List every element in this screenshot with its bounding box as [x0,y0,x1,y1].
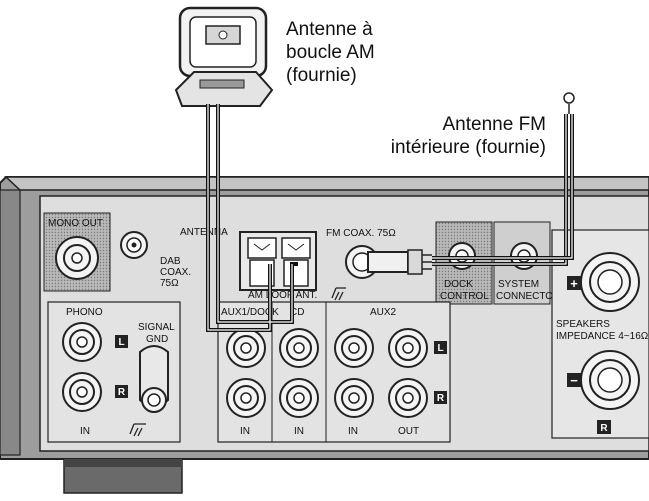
aux2-out-r-jack[interactable] [388,378,428,418]
dab-coax-jack[interactable] [120,231,148,259]
fm-coax-label: FM COAX. 75Ω [326,228,396,239]
ground-symbol-antenna [331,287,346,301]
am-loop-antenna [174,6,274,107]
aux-l-badge [434,341,447,354]
minus-badge [567,373,581,387]
mono-out-label: MONO OUT [48,218,103,229]
am-callout-line-1: Antenne à [286,19,373,40]
aux2-out-label: OUT [398,426,419,437]
dock-control-label-1: DOCK [444,279,473,290]
phono-r-jack[interactable] [62,372,102,412]
aux-l-badge-text: L [437,343,443,354]
aux-block [217,301,451,443]
minus-badge-text: − [570,373,578,388]
speakers-label-2: IMPEDANCE 4~16Ω [556,331,649,342]
dock-control-label-2: CONTROL [440,291,489,302]
aux2-in-l-jack[interactable] [334,328,374,368]
am-loop-label: AM LOOP ANT. [248,290,317,301]
cd-r-jack[interactable] [279,378,319,418]
aux1-dock-label: AUX1/DOCK [221,307,279,318]
chassis-top-edge [4,176,649,191]
speaker-terminal-minus[interactable] [580,350,640,410]
signal-gnd-label-2: GND [146,334,168,345]
speakers-r-badge-text: R [600,423,608,434]
fm-callout-line-1: Antenne FM [442,114,547,135]
phono-r-badge [115,385,128,398]
am-callout-line-2: boucle AM [286,42,375,63]
am-loop-terminal[interactable] [239,231,317,291]
phono-r-badge-text: R [118,387,126,398]
fm-callout-line-2: intérieure (fournie) [390,137,546,158]
aux-r-badge-text: R [437,393,445,404]
mono-out-jack[interactable] [55,236,99,280]
aux1-r-jack[interactable] [226,378,266,418]
chassis-left-edge [0,189,21,456]
aux1-in-label: IN [240,426,250,437]
phono-l-jack[interactable] [62,322,102,362]
signal-gnd-label-1: SIGNAL [138,322,175,333]
speakers-label-1: SPEAKERS [556,319,610,330]
antenna-label: ANTENNA [180,227,228,238]
aux2-label: AUX2 [370,307,397,318]
aux2-in-r-jack[interactable] [334,378,374,418]
aux2-in-label: IN [348,426,358,437]
speakers-r-badge [597,420,611,434]
cd-label: CD [290,307,304,318]
fm-antenna-plug [367,249,432,275]
fm-antenna-callout: Antenne FM intérieure (fournie) [346,113,546,159]
plus-badge-text: + [570,276,578,291]
am-antenna-callout: Antenne à boucle AM (fournie) [286,18,375,87]
am-callout-line-3: (fournie) [286,65,357,86]
speaker-terminal-plus[interactable] [580,252,640,312]
aux-r-badge [434,391,447,404]
aux2-out-l-jack[interactable] [388,328,428,368]
phono-l-badge [115,335,128,348]
signal-gnd-terminal[interactable] [139,345,169,413]
cd-l-jack[interactable] [279,328,319,368]
phono-l-badge-text: L [118,337,124,348]
aux1-l-jack[interactable] [226,328,266,368]
system-connector-label-1: SYSTEM [498,279,539,290]
system-connector-label-2: CONNECTOR [496,291,560,302]
phono-in-label: IN [80,426,90,437]
dab-label-1: DAB [160,256,181,267]
dab-label-3: 75Ω [160,278,179,289]
ground-symbol-phono [129,423,146,437]
plus-badge [567,276,581,290]
dab-label-2: COAX. [160,267,191,278]
phono-label: PHONO [66,307,103,318]
fm-antenna-wire [432,92,575,266]
cd-in-label: IN [294,426,304,437]
